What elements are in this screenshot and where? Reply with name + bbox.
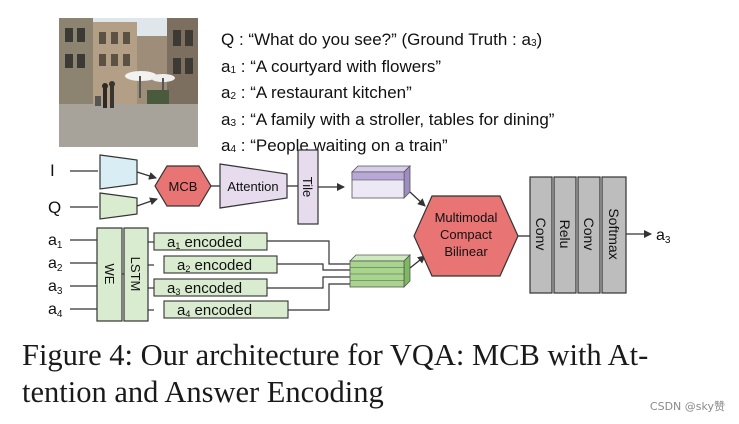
watermark: CSDN @sky赞 xyxy=(649,400,725,413)
conv-layer-2-label: Conv xyxy=(581,218,597,251)
image-cnn-block xyxy=(99,154,138,190)
arrow-lstm-to-mcb xyxy=(136,197,158,207)
image-input-label: I xyxy=(50,161,55,180)
question-lstm-block xyxy=(99,192,138,220)
answer-input-a2: a2 xyxy=(48,255,63,274)
relu-layer xyxy=(553,176,577,294)
answer-text: : “A family with a stroller, tables for … xyxy=(240,109,555,129)
svg-text:a4 encoded: a4 encoded xyxy=(177,302,252,319)
ground-truth-index: 3 xyxy=(530,38,537,49)
courtyard-photo xyxy=(59,18,198,147)
tile-label: Tile xyxy=(300,177,315,197)
attended-image-feature-block xyxy=(351,165,411,199)
caption-line-2: tention and Answer Encoding xyxy=(22,375,384,409)
relu-layer-label: Relu xyxy=(557,220,573,249)
question-label: Q xyxy=(221,30,235,49)
answer-line: a3 : “A family with a stroller, tables f… xyxy=(221,109,554,136)
svg-text:a1 encoded: a1 encoded xyxy=(167,234,242,251)
answer-label: a xyxy=(221,109,231,129)
answer-index: 2 xyxy=(230,91,237,102)
a4-encoded-box: a4 encoded xyxy=(163,300,289,319)
answer-label: a xyxy=(221,56,231,76)
mcb-big-line-2: Compact xyxy=(440,227,492,242)
word-embedding-block xyxy=(96,227,123,322)
output-answer-label: a3 xyxy=(656,227,671,246)
answer-text: : “A courtyard with flowers” xyxy=(240,56,442,76)
answer-line: a4 : “People waiting on a train” xyxy=(221,135,554,162)
connector-a2 xyxy=(277,263,350,271)
svg-text:a3 encoded: a3 encoded xyxy=(167,280,242,297)
courtyard-photo-graphic xyxy=(59,18,198,147)
softmax-layer xyxy=(601,176,627,294)
arrow-image-feature-to-mcb xyxy=(409,191,426,207)
mcb-big-line-3: Bilinear xyxy=(444,244,488,259)
multimodal-compact-bilinear-node xyxy=(413,195,519,277)
attention-label: Attention xyxy=(227,179,278,194)
answer-input-a1: a1 xyxy=(48,232,63,251)
mcb-small-node xyxy=(154,165,212,207)
connector-a4 xyxy=(288,283,350,311)
mcb-small-label: MCB xyxy=(169,179,198,194)
softmax-layer-label: Softmax xyxy=(606,208,622,259)
lstm-block xyxy=(123,227,149,322)
a3-encoded-box: a3 encoded xyxy=(153,278,268,297)
word-embedding-label: WE xyxy=(102,264,117,285)
answer-index: 1 xyxy=(230,64,237,76)
arrow-cnn-to-mcb xyxy=(136,171,157,180)
connector-a3 xyxy=(267,276,350,289)
question-text: : “What do you see?” (Ground Truth : a xyxy=(238,30,531,49)
question-line: Q : “What do you see?” (Ground Truth : a… xyxy=(221,29,554,56)
answer-line: a2 : “A restaurant kitchen” xyxy=(221,82,554,109)
connector-a1 xyxy=(267,240,350,265)
answer-index: 3 xyxy=(230,117,237,129)
lstm-label: LSTM xyxy=(128,257,143,292)
conv-layer-2 xyxy=(577,176,601,294)
conv-layer-1 xyxy=(529,176,553,294)
svg-text:a2 encoded: a2 encoded xyxy=(177,257,252,274)
question-answers-block: Q : “What do you see?” (Ground Truth : a… xyxy=(221,29,554,162)
a1-encoded-box: a1 encoded xyxy=(153,232,268,251)
answer-label: a xyxy=(221,136,231,155)
attention-block xyxy=(219,163,288,209)
architecture-diagram: I Q MCB Attention Tile a1 a2 a3 a4 WE LS… xyxy=(48,149,671,322)
answer-index: 4 xyxy=(230,144,237,155)
answer-text: : “A restaurant kitchen” xyxy=(240,83,412,102)
arrow-answer-feature-to-mcb xyxy=(409,255,426,269)
mcb-big-line-1: Multimodal xyxy=(435,210,498,225)
conv-layer-1-label: Conv xyxy=(533,218,549,251)
answer-input-labels: a1 a2 a3 a4 xyxy=(48,232,63,320)
answer-text: : “People waiting on a train” xyxy=(240,136,448,155)
ground-truth-close: ) xyxy=(536,30,543,49)
answer-encoding-feature-block xyxy=(349,254,411,288)
caption-line-1: Figure 4: Our architecture for VQA: MCB … xyxy=(22,338,649,372)
answer-input-a3: a3 xyxy=(48,278,63,297)
answer-input-a4: a4 xyxy=(48,301,63,320)
figure-caption: Figure 4: Our architecture for VQA: MCB … xyxy=(22,337,722,411)
a2-encoded-box: a2 encoded xyxy=(163,255,278,274)
question-input-label: Q xyxy=(48,198,61,217)
answer-label: a xyxy=(221,83,231,102)
answer-line: a1 : “A courtyard with flowers” xyxy=(221,56,554,83)
